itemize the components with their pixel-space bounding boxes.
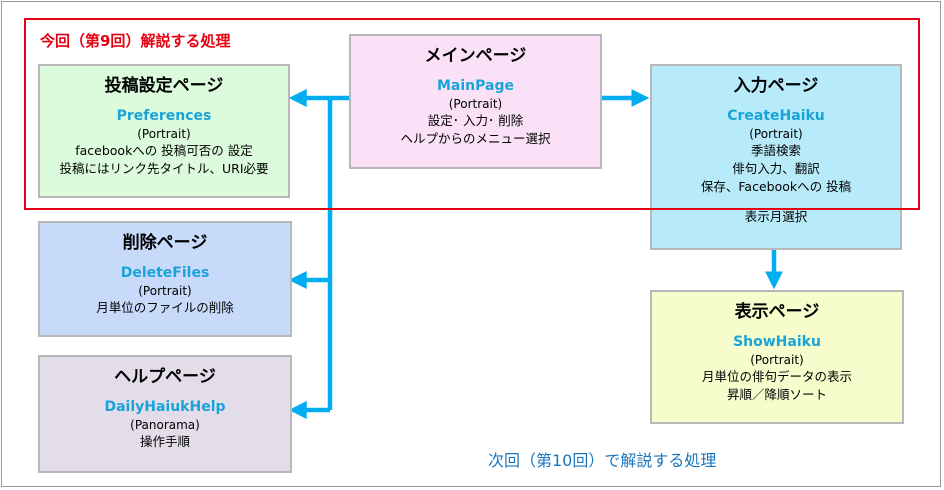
main-title: メインページ — [424, 46, 527, 66]
help-class-name: DailyHaiukHelp — [104, 399, 226, 415]
transition-label: 表示月選択 — [744, 209, 808, 224]
delete-orientation: (Portrait) — [138, 284, 192, 298]
show-desc-line: 昇順／降順ソート — [726, 387, 827, 402]
main-page-box: メインページ MainPage (Portrait) 設定･ 入力･ 削除 ヘル… — [349, 34, 602, 169]
preferences-class-name: Preferences — [116, 108, 212, 124]
show-desc-line: 月単位の俳句データの表示 — [701, 369, 852, 384]
current-session-frame — [24, 18, 920, 210]
show-orientation: (Portrait) — [750, 353, 804, 367]
delete-title: 削除ページ — [122, 233, 208, 253]
main-orientation: (Portrait) — [448, 97, 503, 111]
preferences-desc-line: 投稿にはリンク先タイトル、URI必要 — [59, 161, 269, 176]
delete-page-box: 削除ページ DeleteFiles (Portrait) 月単位のファイルの削除 — [38, 221, 292, 337]
create-orientation: (Portrait) — [749, 127, 803, 141]
preferences-desc-line: facebookへの 投稿可否の 設定 — [75, 143, 253, 158]
preferences-page-box: 投稿設定ページ Preferences (Portrait) facebookへ… — [38, 64, 290, 198]
main-desc-line: ヘルプからのメニュー選択 — [400, 131, 551, 146]
create-page-box: 入力ページ CreateHaiku (Portrait) 季語検索 俳句入力、翻… — [650, 64, 902, 250]
help-desc-line: 操作手順 — [139, 434, 190, 449]
current-session-label: 今回（第9回）解説する処理 — [38, 31, 233, 51]
create-title: 入力ページ — [733, 76, 819, 96]
show-page-box: 表示ページ ShowHaiku (Portrait) 月単位の俳句データの表示 … — [650, 290, 904, 424]
main-desc-line: 設定･ 入力･ 削除 — [427, 113, 524, 128]
create-class-name: CreateHaiku — [727, 108, 825, 124]
main-class-name: MainPage — [437, 78, 514, 94]
create-desc-line: 季語検索 — [750, 143, 801, 158]
delete-desc-line: 月単位のファイルの削除 — [96, 300, 234, 315]
preferences-title: 投稿設定ページ — [104, 76, 224, 96]
help-page-box: ヘルプページ DailyHaiukHelp (Panorama) 操作手順 — [38, 355, 292, 473]
show-class-name: ShowHaiku — [733, 334, 821, 350]
show-title: 表示ページ — [734, 302, 820, 322]
next-session-label: 次回（第10回）で解説する処理 — [488, 451, 717, 470]
create-desc-line: 俳句入力、翻訳 — [732, 161, 820, 176]
help-title: ヘルプページ — [114, 367, 216, 387]
create-desc-line: 保存、Facebookへの 投稿 — [700, 179, 852, 194]
preferences-orientation: (Portrait) — [137, 127, 191, 141]
delete-class-name: DeleteFiles — [120, 265, 210, 281]
help-orientation: (Panorama) — [130, 418, 200, 432]
